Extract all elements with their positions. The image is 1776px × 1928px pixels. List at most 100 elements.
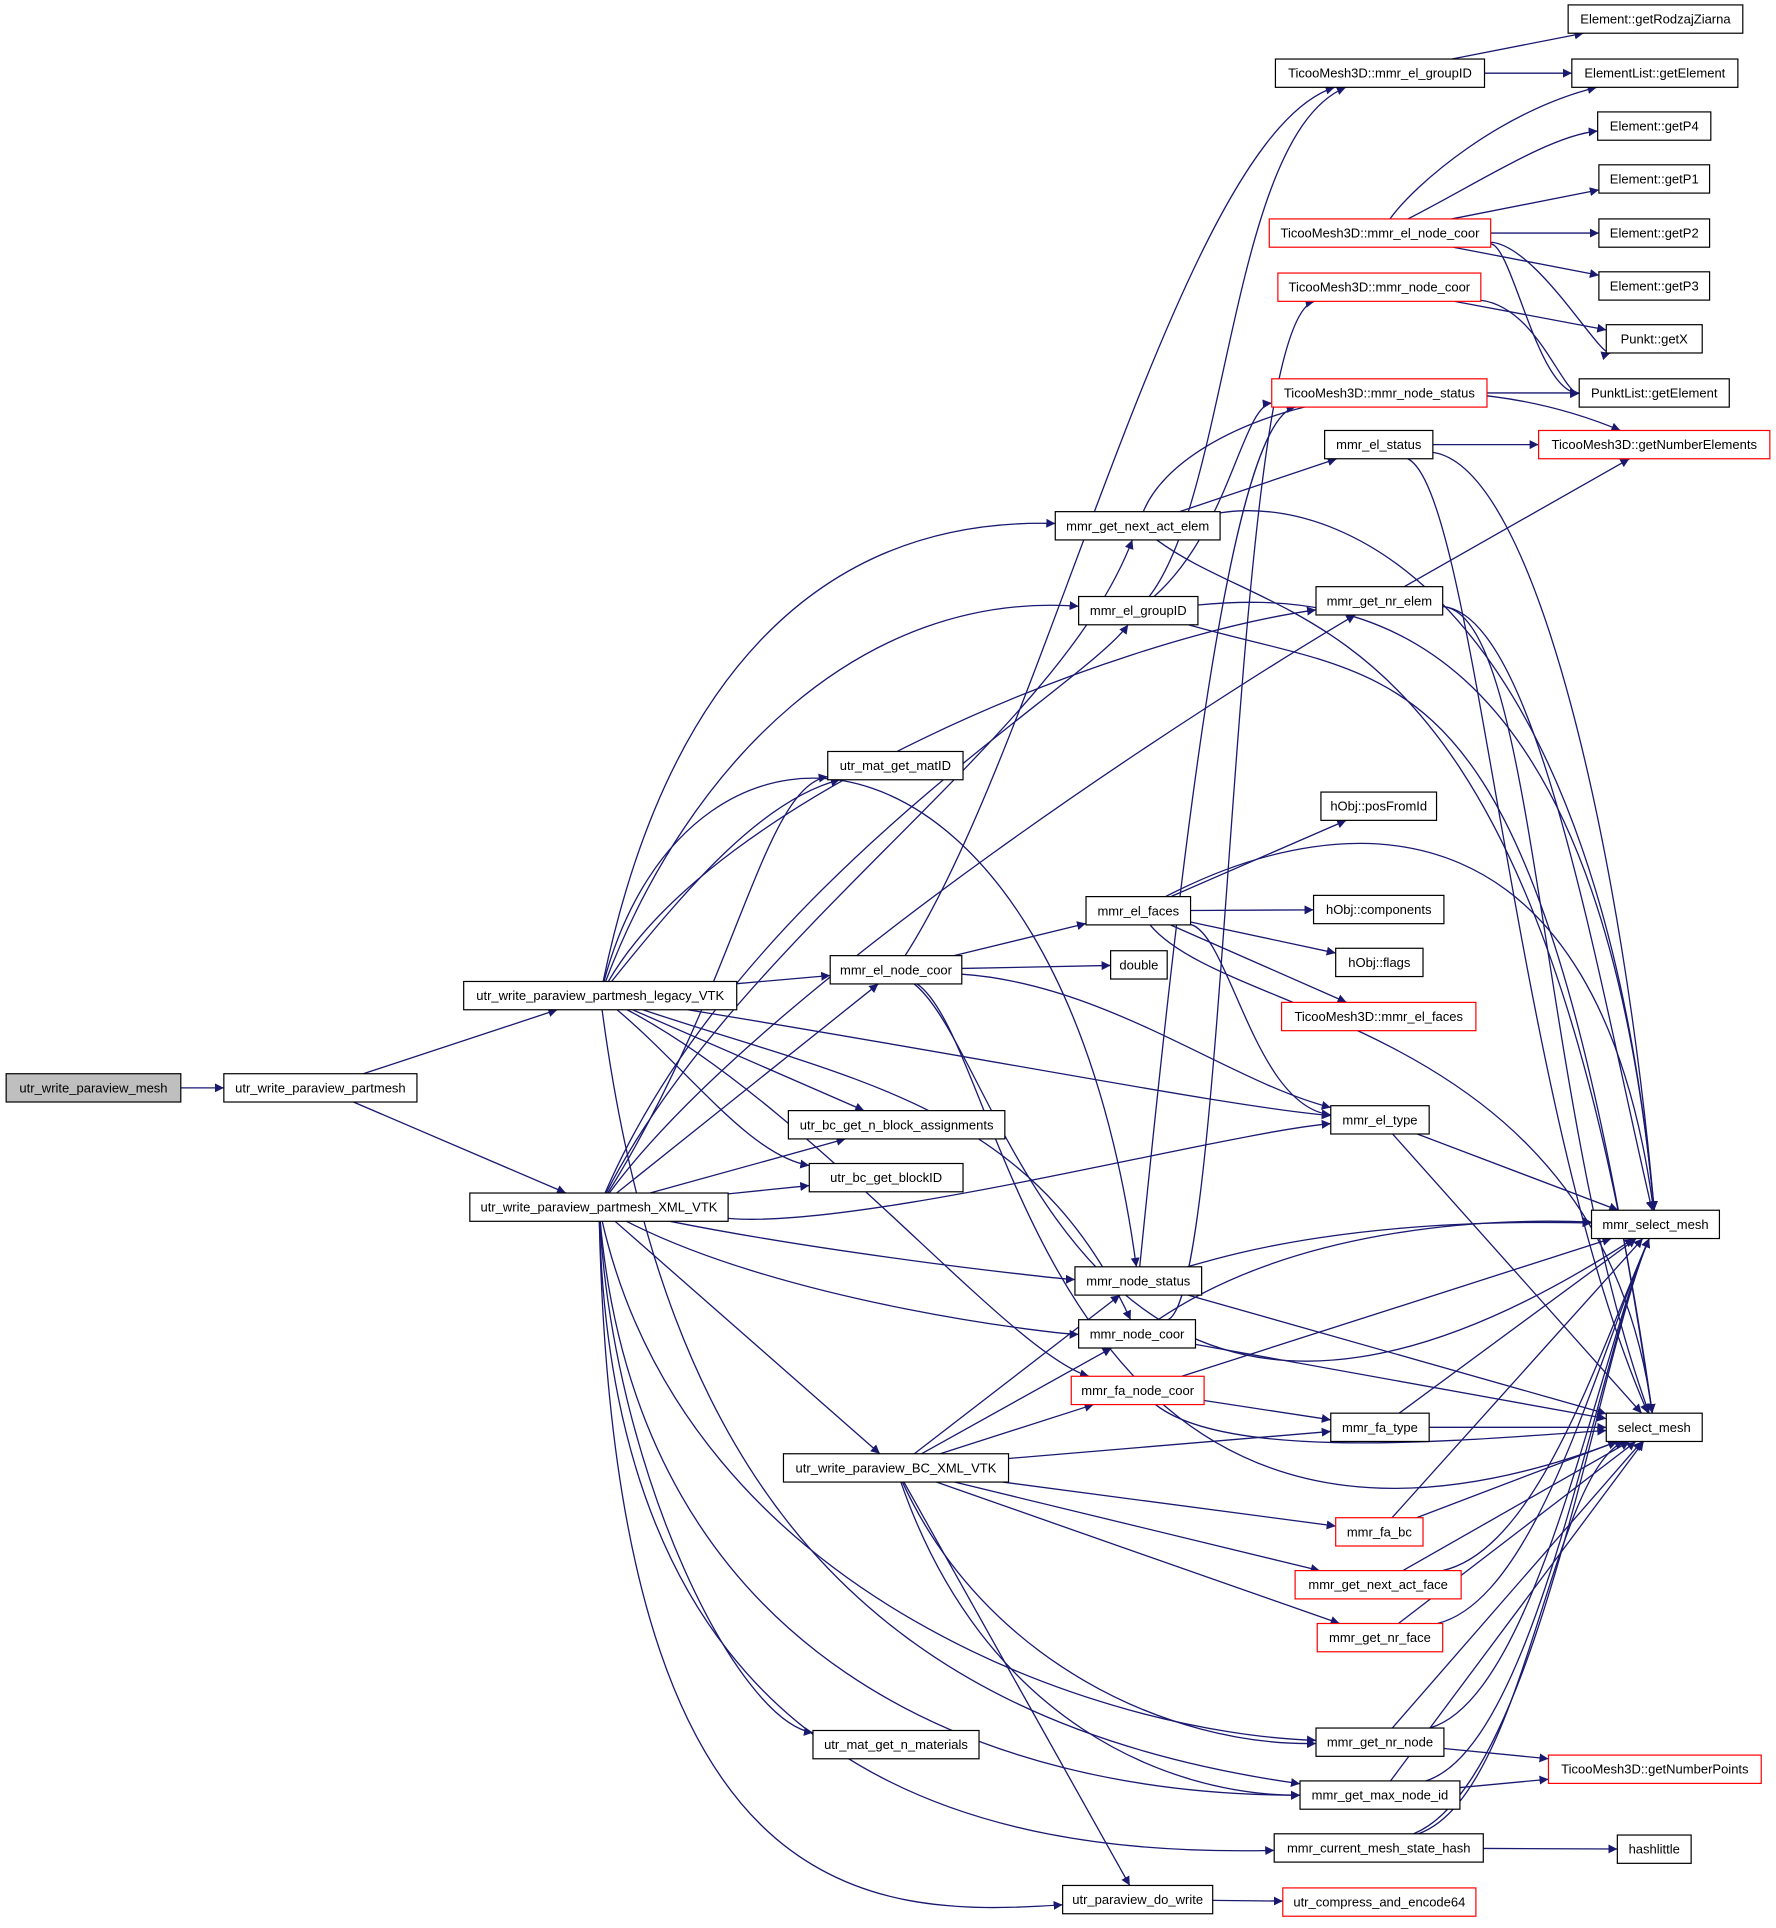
node-ticoomesh3d-mmr-node-status[interactable]: TicooMesh3D::mmr_node_status bbox=[1271, 378, 1488, 408]
node-box bbox=[1598, 164, 1711, 194]
node-label: mmr_get_next_act_elem bbox=[1066, 518, 1209, 533]
node-label: utr_write_paraview_partmesh_XML_VTK bbox=[480, 1200, 717, 1215]
node-label: mmr_fa_bc bbox=[1347, 1524, 1413, 1539]
node-label: utr_bc_get_blockID bbox=[830, 1170, 942, 1185]
edge-mmr-el-type-to-mmr-select-mesh bbox=[1417, 1133, 1619, 1212]
node-utr-bc-get-n-block-assignments[interactable]: utr_bc_get_n_block_assignments bbox=[787, 1110, 1006, 1140]
node-ticoomesh3d-mmr-el-groupid[interactable]: TicooMesh3D::mmr_el_groupID bbox=[1274, 58, 1486, 88]
edge-mmr-get-nr-node-to-mmr-select-mesh bbox=[1429, 1238, 1650, 1729]
node-element-getp3[interactable]: Element::getP3 bbox=[1598, 271, 1711, 301]
node-box bbox=[1315, 586, 1444, 616]
node-mmr-fa-bc[interactable]: mmr_fa_bc bbox=[1335, 1517, 1424, 1547]
node-mmr-node-coor[interactable]: mmr_node_coor bbox=[1078, 1319, 1197, 1349]
node-ticoomesh3d-getnumberpoints[interactable]: TicooMesh3D::getNumberPoints bbox=[1547, 1754, 1762, 1784]
node-box bbox=[808, 1162, 964, 1193]
node-hobj-posfromid[interactable]: hObj::posFromId bbox=[1320, 791, 1438, 821]
node-box bbox=[1616, 1834, 1692, 1864]
node-label: hObj::flags bbox=[1348, 955, 1411, 970]
node-element-getp1[interactable]: Element::getP1 bbox=[1598, 164, 1711, 194]
node-box bbox=[463, 980, 738, 1011]
node-punkt-getx[interactable]: Punkt::getX bbox=[1605, 324, 1703, 354]
node-utr-write-paraview-partmesh-xml-vtk[interactable]: utr_write_paraview_partmesh_XML_VTK bbox=[469, 1192, 729, 1222]
edge-utr-write-paraview-partmesh-xml-vtk-to-mmr-node-coor bbox=[626, 1220, 1079, 1339]
node-utr-bc-get-blockid[interactable]: utr_bc_get_blockID bbox=[808, 1162, 964, 1193]
node-element-getrodzajziarna[interactable]: Element::getRodzajZiarna bbox=[1567, 4, 1744, 34]
node-double[interactable]: double bbox=[1110, 950, 1168, 980]
node-label: mmr_get_max_node_id bbox=[1312, 1788, 1449, 1803]
node-utr-compress-and-encode64[interactable]: utr_compress_and_encode64 bbox=[1282, 1887, 1477, 1917]
node-box bbox=[1282, 1887, 1477, 1917]
node-utr-mat-get-matid[interactable]: utr_mat_get_matID bbox=[827, 750, 964, 781]
node-ticoomesh3d-mmr-el-faces[interactable]: TicooMesh3D::mmr_el_faces bbox=[1280, 1001, 1477, 1032]
node-mmr-el-faces[interactable]: mmr_el_faces bbox=[1085, 896, 1192, 926]
node-mmr-current-mesh-state-hash[interactable]: mmr_current_mesh_state_hash bbox=[1273, 1833, 1484, 1863]
node-label: utr_write_paraview_partmesh_legacy_VTK bbox=[476, 988, 724, 1003]
node-hobj-flags[interactable]: hObj::flags bbox=[1335, 947, 1424, 978]
node-box bbox=[1299, 1780, 1461, 1810]
edge-utr-write-paraview-bc-xml-vtk-to-mmr-fa-node-coor bbox=[939, 1403, 1094, 1455]
node-label: Element::getRodzajZiarna bbox=[1580, 12, 1731, 27]
node-mmr-select-mesh[interactable]: mmr_select_mesh bbox=[1590, 1209, 1721, 1240]
node-label: utr_write_paraview_mesh bbox=[19, 1080, 167, 1095]
node-select-mesh[interactable]: select_mesh bbox=[1605, 1412, 1703, 1443]
edge-utr-write-paraview-bc-xml-vtk-to-mmr-node-status bbox=[913, 1294, 1121, 1455]
node-utr-write-paraview-partmesh[interactable]: utr_write_paraview_partmesh bbox=[223, 1073, 418, 1103]
edge-ticoomesh3d-mmr-el-groupid-to-element-getrodzajziarna bbox=[1451, 30, 1584, 60]
edge-utr-write-paraview-partmesh-legacy-vtk-to-utr-bc-get-n-block-assignments bbox=[632, 1009, 865, 1112]
node-label: utr_bc_get_n_block_assignments bbox=[800, 1117, 994, 1132]
node-mmr-get-next-act-face[interactable]: mmr_get_next_act_face bbox=[1294, 1570, 1462, 1600]
node-box bbox=[1268, 218, 1492, 248]
node-mmr-el-groupid[interactable]: mmr_el_groupID bbox=[1078, 595, 1199, 626]
node-label: utr_mat_get_n_materials bbox=[824, 1737, 968, 1752]
node-mmr-get-next-act-elem[interactable]: mmr_get_next_act_elem bbox=[1054, 511, 1221, 541]
node-mmr-get-nr-node[interactable]: mmr_get_nr_node bbox=[1315, 1727, 1445, 1757]
node-punktlist-getelement[interactable]: PunktList::getElement bbox=[1578, 378, 1730, 408]
edge-ticoomesh3d-mmr-node-coor-to-punkt-getx bbox=[1454, 300, 1607, 333]
node-mmr-fa-node-coor[interactable]: mmr_fa_node_coor bbox=[1070, 1375, 1205, 1406]
node-label: TicooMesh3D::mmr_node_status bbox=[1284, 385, 1475, 400]
node-elementlist-getelement[interactable]: ElementList::getElement bbox=[1571, 58, 1739, 88]
node-label: TicooMesh3D::mmr_el_node_coor bbox=[1280, 226, 1480, 241]
node-box bbox=[782, 1453, 1010, 1483]
node-label: utr_write_paraview_partmesh bbox=[235, 1080, 406, 1095]
node-element-getp4[interactable]: Element::getP4 bbox=[1597, 111, 1712, 141]
edge-utr-write-paraview-partmesh-legacy-vtk-to-mmr-node-status bbox=[603, 777, 1140, 1267]
node-mmr-el-type[interactable]: mmr_el_type bbox=[1330, 1105, 1430, 1135]
node-utr-write-paraview-bc-xml-vtk[interactable]: utr_write_paraview_BC_XML_VTK bbox=[782, 1453, 1010, 1483]
node-utr-write-paraview-mesh[interactable]: utr_write_paraview_mesh bbox=[5, 1073, 182, 1103]
node-label: ElementList::getElement bbox=[1584, 66, 1725, 81]
node-mmr-get-max-node-id[interactable]: mmr_get_max_node_id bbox=[1299, 1780, 1461, 1810]
node-box bbox=[1277, 272, 1482, 302]
node-box bbox=[1312, 894, 1445, 925]
node-mmr-get-nr-elem[interactable]: mmr_get_nr_elem bbox=[1315, 586, 1444, 616]
node-box bbox=[829, 955, 963, 985]
node-ticoomesh3d-mmr-node-coor[interactable]: TicooMesh3D::mmr_node_coor bbox=[1277, 272, 1482, 302]
node-ticoomesh3d-getnumberelements[interactable]: TicooMesh3D::getNumberElements bbox=[1538, 429, 1771, 460]
node-ticoomesh3d-mmr-el-node-coor[interactable]: TicooMesh3D::mmr_el_node_coor bbox=[1268, 218, 1492, 248]
edge-utr-write-paraview-partmesh-xml-vtk-to-mmr-get-nr-node bbox=[601, 1221, 1317, 1745]
node-mmr-node-status[interactable]: mmr_node_status bbox=[1074, 1266, 1203, 1296]
node-label: mmr_current_mesh_state_hash bbox=[1287, 1840, 1471, 1855]
node-box bbox=[1078, 1319, 1197, 1349]
node-element-getp2[interactable]: Element::getP2 bbox=[1598, 218, 1711, 248]
node-box bbox=[1571, 58, 1739, 88]
edge-ticoomesh3d-mmr-el-node-coor-to-elementlist-getelement bbox=[1389, 85, 1597, 220]
node-hashlittle[interactable]: hashlittle bbox=[1616, 1834, 1692, 1864]
node-box bbox=[1547, 1754, 1762, 1784]
node-mmr-fa-type[interactable]: mmr_fa_type bbox=[1330, 1412, 1430, 1443]
node-label: Element::getP2 bbox=[1610, 226, 1699, 241]
edge-utr-write-paraview-bc-xml-vtk-to-mmr-get-nr-face bbox=[936, 1481, 1340, 1625]
edge-mmr-get-nr-elem-to-ticoomesh3d-getnumberelements bbox=[1403, 458, 1630, 588]
node-utr-mat-get-n-materials[interactable]: utr_mat_get_n_materials bbox=[812, 1729, 980, 1760]
node-mmr-el-status[interactable]: mmr_el_status bbox=[1324, 429, 1434, 460]
node-utr-write-paraview-partmesh-legacy-vtk[interactable]: utr_write_paraview_partmesh_legacy_VTK bbox=[463, 980, 738, 1011]
edge-mmr-el-faces-to-select-mesh bbox=[1149, 924, 1656, 1414]
node-mmr-el-node-coor[interactable]: mmr_el_node_coor bbox=[829, 955, 963, 985]
node-mmr-get-nr-face[interactable]: mmr_get_nr_face bbox=[1316, 1622, 1444, 1653]
node-box bbox=[1294, 1570, 1462, 1600]
node-utr-paraview-do-write[interactable]: utr_paraview_do_write bbox=[1062, 1884, 1214, 1915]
edge-utr-write-paraview-bc-xml-vtk-to-mmr-get-max-node-id bbox=[900, 1481, 1301, 1800]
node-box bbox=[1316, 1622, 1444, 1653]
node-box bbox=[1598, 218, 1711, 248]
node-hobj-components[interactable]: hObj::components bbox=[1312, 894, 1445, 925]
